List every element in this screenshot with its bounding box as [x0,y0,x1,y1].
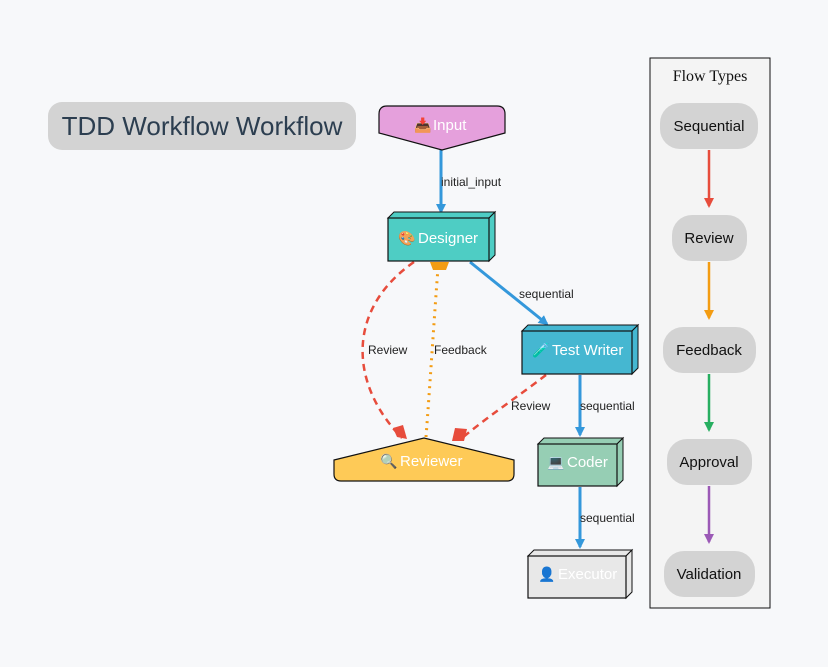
edge-testwriter-coder: sequential [575,375,635,437]
magnifier-icon: 🔍 [380,452,397,470]
edge-designer-testwriter: sequential [469,260,574,326]
edge-label-review-2: Review [511,399,551,413]
test-tube-icon: 🧪 [532,342,549,359]
node-executor[interactable]: 👤 Executor [526,548,634,600]
svg-text:Feedback: Feedback [676,342,742,359]
edge-label-initial-input: initial_input [441,175,502,189]
edge-input-designer: initial_input [436,150,502,214]
node-executor-label: Executor [558,566,617,583]
svg-text:Approval: Approval [679,454,738,471]
inbox-tray-icon: 📥 [414,117,431,134]
node-designer-label: Designer [418,230,478,247]
legend-item-approval: Approval [667,439,752,485]
node-test-writer[interactable]: 🧪 Test Writer [520,323,640,376]
node-input-label: Input [433,117,467,134]
edge-label-sequential-1: sequential [519,287,574,301]
svg-text:Sequential: Sequential [674,118,745,135]
node-input[interactable]: 📥 Input [378,105,506,151]
node-reviewer-label: Reviewer [400,453,463,470]
node-coder[interactable]: 💻 Coder [536,436,625,488]
node-test-writer-label: Test Writer [552,342,623,359]
edge-testwriter-reviewer: Review [452,374,551,441]
diagram-title: TDD Workflow Workflow [48,102,356,150]
legend-item-review: Review [672,215,747,261]
legend-item-validation: Validation [664,551,755,597]
laptop-icon: 💻 [547,454,565,471]
edge-label-sequential-2: sequential [580,399,635,413]
node-reviewer[interactable]: 🔍 Reviewer [333,437,515,482]
edge-coder-executor: sequential [575,487,635,549]
person-icon: 👤 [538,566,555,583]
legend-title: Flow Types [673,68,748,85]
edge-designer-reviewer: Review [361,260,415,439]
edge-reviewer-designer: Feedback [424,262,488,438]
artist-palette-icon: 🎨 [398,229,415,247]
node-coder-label: Coder [567,454,608,471]
svg-text:Review: Review [684,230,733,247]
legend-item-sequential: Sequential [660,103,758,149]
node-designer[interactable]: 🎨 Designer [386,210,497,263]
edge-label-sequential-3: sequential [580,511,635,525]
edge-label-feedback: Feedback [434,343,488,357]
legend: Flow Types Sequential Review Feedback Ap… [649,57,771,609]
legend-item-feedback: Feedback [663,327,756,373]
svg-text:Validation: Validation [677,566,742,583]
edge-label-review-1: Review [368,343,408,357]
